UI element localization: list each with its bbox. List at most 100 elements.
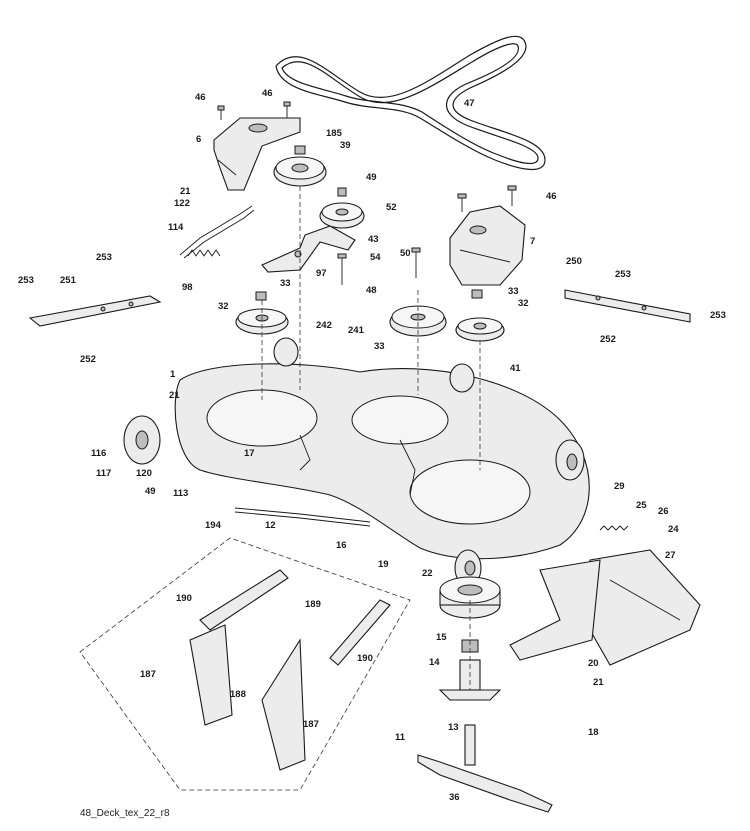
part-label: 120	[136, 468, 152, 479]
part-label: 189	[305, 599, 321, 610]
part-label: 17	[244, 448, 255, 459]
bolt	[283, 101, 291, 118]
part-label: 43	[368, 234, 379, 245]
part-label: 29	[614, 481, 625, 492]
part-label: 113	[173, 488, 188, 499]
part-label: 97	[316, 268, 327, 279]
part-label: 24	[668, 524, 679, 535]
part-label: 54	[370, 252, 381, 263]
deck-wheel	[555, 439, 585, 481]
belt	[275, 35, 546, 171]
belt-guard-left	[213, 117, 301, 191]
leveling-rod	[234, 507, 371, 527]
part-label: 22	[422, 568, 433, 579]
part-label: 187	[140, 669, 156, 680]
part-label: 46	[195, 92, 206, 103]
inset-boundary	[79, 537, 411, 791]
part-label: 194	[205, 520, 222, 531]
part-label: 49	[366, 172, 377, 183]
part-label: 252	[80, 354, 96, 365]
part-label: 48	[366, 285, 377, 296]
belt-guard-right	[449, 205, 526, 286]
deck-rail-left	[28, 295, 162, 327]
part-label: 253	[615, 269, 631, 280]
pulley	[319, 202, 365, 229]
blade	[417, 754, 553, 813]
part-label: 15	[436, 632, 447, 643]
part-label: 13	[448, 722, 459, 733]
part-label: 36	[449, 792, 460, 803]
part-label: 39	[340, 140, 351, 151]
part-label: 33	[374, 341, 385, 352]
discharge-chute	[589, 549, 701, 666]
bolt	[411, 247, 421, 278]
part-label: 250	[566, 256, 582, 267]
deck-wheel	[273, 337, 299, 367]
part-label: 46	[546, 191, 557, 202]
part-label: 47	[464, 98, 475, 109]
part-label: 190	[357, 653, 373, 664]
deck-wheel	[449, 363, 475, 393]
part-label: 32	[218, 301, 229, 312]
part-label: 19	[378, 559, 389, 570]
part-label: 122	[174, 198, 190, 209]
deck-rail-right	[564, 289, 691, 323]
bolt	[217, 105, 225, 120]
bolt	[457, 193, 467, 212]
part-label: 14	[429, 657, 440, 668]
part-label: 25	[636, 500, 647, 511]
nut	[471, 289, 483, 299]
part-label: 18	[588, 727, 599, 738]
part-label: 253	[96, 252, 112, 263]
part-label: 241	[348, 325, 365, 336]
part-label: 6	[196, 134, 201, 145]
idler-arm	[179, 205, 255, 259]
figure-code: 48_Deck_tex_22_r8	[80, 808, 170, 819]
bolt	[337, 253, 347, 285]
spindle-shaft	[464, 724, 476, 766]
part-label: 253	[18, 275, 34, 286]
pulley	[455, 317, 505, 342]
part-label: 253	[710, 310, 726, 321]
part-label: 27	[665, 550, 676, 561]
lift-link	[199, 569, 391, 666]
part-label: 41	[510, 363, 521, 374]
part-label: 21	[169, 390, 180, 401]
part-label: 20	[588, 658, 599, 669]
part-label: 16	[336, 540, 347, 551]
chute-spring	[599, 525, 629, 531]
part-label: 52	[386, 202, 397, 213]
part-label: 242	[316, 320, 332, 331]
part-label: 114	[168, 222, 184, 233]
part-label: 190	[176, 593, 192, 604]
part-label: 50	[400, 248, 411, 259]
part-label: 7	[530, 236, 535, 247]
part-label: 117	[96, 468, 111, 479]
nut	[255, 291, 267, 301]
hanger-bracket	[189, 624, 306, 771]
part-label: 33	[508, 286, 519, 297]
part-label: 32	[518, 298, 529, 309]
part-label: 46	[262, 88, 273, 99]
part-label: 252	[600, 334, 616, 345]
part-label: 116	[91, 448, 106, 459]
deck-wheel	[123, 415, 161, 465]
nut	[337, 187, 347, 197]
guide-lines	[261, 186, 481, 690]
chute-deflector	[509, 559, 601, 661]
part-label: 12	[265, 520, 276, 531]
part-label: 187	[303, 719, 319, 730]
pulley	[273, 156, 327, 187]
part-label: 185	[326, 128, 343, 139]
part-label: 33	[280, 278, 291, 289]
spring	[187, 249, 221, 257]
part-label: 26	[658, 506, 669, 517]
part-label: 21	[593, 677, 604, 688]
bolt	[507, 185, 517, 206]
pulley	[235, 308, 289, 335]
part-label: 11	[395, 732, 406, 743]
part-label: 251	[60, 275, 77, 286]
part-label: 49	[145, 486, 156, 497]
part-label: 188	[230, 689, 246, 700]
